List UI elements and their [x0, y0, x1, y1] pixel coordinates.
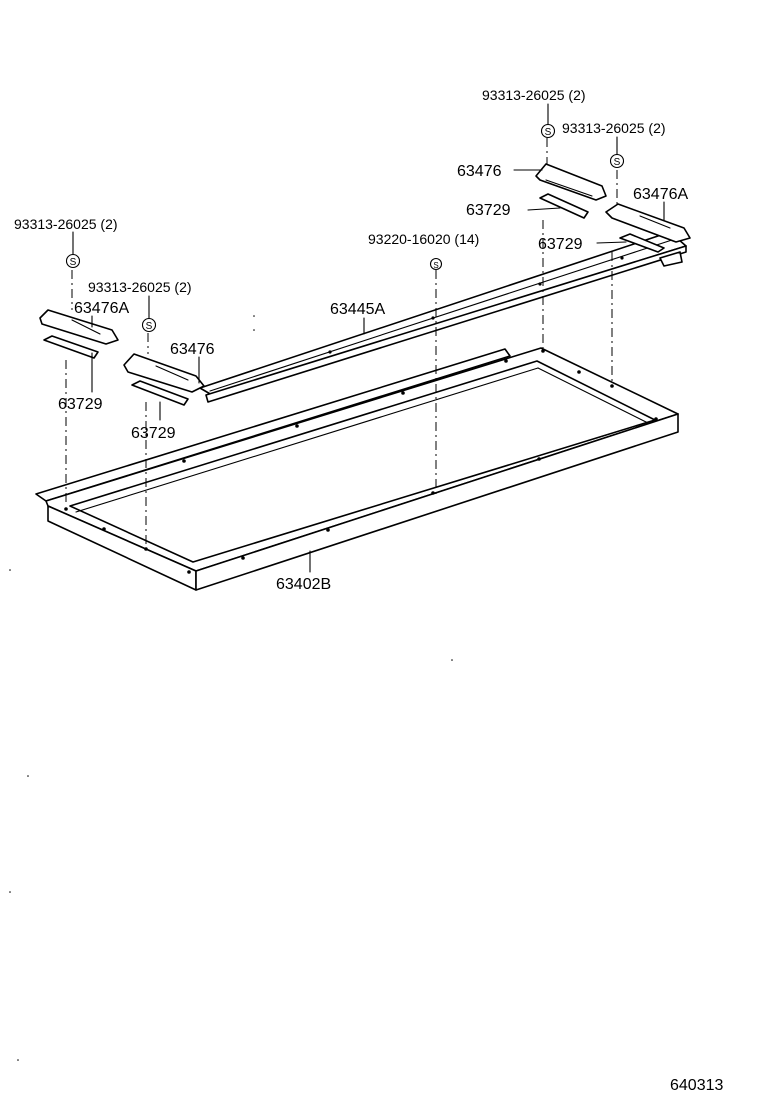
label-screw-top: 93313-26025 (2)	[482, 87, 586, 103]
label-clip: 93220-16020 (14)	[368, 231, 479, 247]
scan-specks	[9, 315, 453, 1061]
label-frame: 63402B	[276, 576, 331, 593]
assembly-lines	[65, 138, 618, 548]
label-screw-top-right: 93313-26025 (2)	[562, 120, 666, 136]
screw-symbol-left: S	[65, 253, 81, 269]
label-cover-right-a: 63476A	[633, 186, 688, 203]
cover-left-63476a	[39, 309, 119, 359]
svg-text:S: S	[70, 257, 77, 268]
label-cover-right: 63476	[457, 163, 502, 180]
leader-lines	[72, 103, 665, 573]
rail-63445a	[199, 231, 687, 403]
svg-text:S: S	[433, 261, 438, 270]
screw-symbol-mid-left: S	[141, 317, 157, 333]
label-spacer-left-1: 63729	[58, 396, 103, 413]
svg-text:S: S	[614, 157, 621, 168]
frame-63402b	[35, 347, 679, 591]
label-screw-left: 93313-26025 (2)	[14, 216, 118, 232]
cover-right-63476	[535, 163, 607, 219]
label-screw-mid-left: 93313-26025 (2)	[88, 279, 192, 295]
screw-symbol-top: S	[540, 123, 556, 139]
svg-text:S: S	[146, 321, 153, 332]
figure-code: 640313	[670, 1077, 723, 1094]
label-spacer-right-1: 63729	[466, 202, 511, 219]
cover-right-63476a	[605, 203, 691, 253]
label-spacer-left-2: 63729	[131, 425, 176, 442]
cover-left-63476	[123, 353, 205, 406]
label-spacer-right-2: 63729	[538, 236, 583, 253]
clip-symbol: S	[429, 257, 443, 271]
svg-text:S: S	[545, 127, 552, 138]
label-cover-left-a: 63476A	[74, 300, 129, 317]
part-labels: 93313-26025 (2) 93313-26025 (2) 63476 63…	[14, 87, 723, 1094]
screw-symbol-top-right: S	[609, 153, 625, 169]
label-rail: 63445A	[330, 301, 385, 318]
label-cover-left: 63476	[170, 341, 215, 358]
